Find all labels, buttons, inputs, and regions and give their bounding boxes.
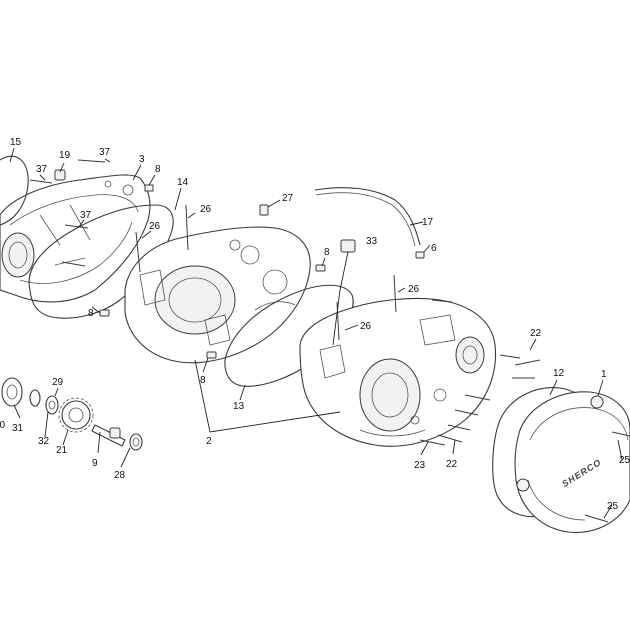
- callout-19: 19: [59, 150, 71, 161]
- gasket-15: [0, 155, 29, 226]
- callout-8: 8: [324, 247, 330, 258]
- callout-22: 22: [530, 328, 542, 339]
- callout-3: 3: [139, 154, 145, 165]
- leader-lines: [9, 147, 623, 519]
- callout-26: 26: [149, 221, 161, 232]
- crankcase-right-half: [299, 297, 497, 447]
- callout-33: 33: [366, 236, 378, 247]
- crankcase-left-half: [124, 226, 311, 364]
- callout-13: 13: [233, 401, 245, 412]
- callout-8: 8: [88, 308, 94, 319]
- callout-37: 37: [99, 147, 111, 158]
- callout-37: 37: [36, 164, 48, 175]
- callout-23: 23: [414, 460, 426, 471]
- callout-9: 9: [92, 458, 98, 469]
- small-parts-lower-left: [1, 377, 143, 451]
- callout-15: 15: [10, 137, 22, 148]
- callout-8: 8: [155, 164, 161, 175]
- callout-6: 6: [431, 243, 437, 254]
- callout-1: 1: [601, 369, 607, 380]
- callout-30: 30: [0, 420, 6, 431]
- callout-12: 12: [553, 368, 565, 379]
- callout-32: 32: [38, 436, 50, 447]
- callout-2: 2: [206, 436, 212, 447]
- callout-27: 27: [282, 193, 294, 204]
- gasket-14: [28, 204, 174, 319]
- hose-17: [314, 187, 421, 246]
- callout-37: 37: [80, 210, 92, 221]
- callout-26: 26: [200, 204, 212, 215]
- callout-8: 8: [200, 375, 206, 386]
- callout-25: 25: [607, 501, 619, 512]
- sprocket-21: [58, 397, 94, 433]
- callout-31: 31: [12, 423, 24, 434]
- callout-26: 26: [408, 284, 420, 295]
- callout-26: 26: [360, 321, 372, 332]
- callout-22: 22: [446, 459, 458, 470]
- callout-17: 17: [422, 217, 434, 228]
- clutch-cover: [0, 174, 151, 303]
- callout-25: 25: [619, 455, 630, 466]
- callout-14: 14: [177, 177, 189, 188]
- callout-21: 21: [56, 445, 68, 456]
- callout-28: 28: [114, 470, 126, 481]
- ignition-cover: SHERCO: [514, 391, 630, 533]
- callout-29: 29: [52, 377, 64, 388]
- fasteners: [29, 159, 630, 523]
- callout-labels: 15 37 19 37 3 8 14 26 37 26 27 17 6 33 8…: [0, 137, 630, 512]
- fitting-33: [332, 239, 356, 346]
